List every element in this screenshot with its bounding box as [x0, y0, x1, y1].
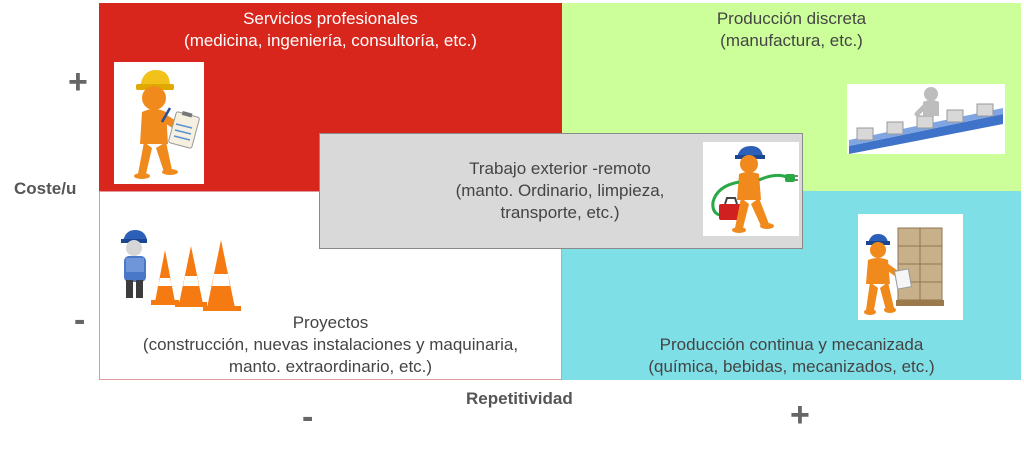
x-axis-label: Repetitividad: [466, 389, 573, 408]
worker-boxes-icon: [858, 214, 963, 320]
worker-clipboard-icon: [114, 62, 204, 184]
discrete-production-text: Producción discreta (manufactura, etc.): [562, 8, 1021, 52]
continuous-production-subtitle: (química, bebidas, mecanizados, etc.): [648, 357, 935, 376]
y-axis-label: Coste/u: [14, 179, 77, 198]
y-axis-high-sign: +: [68, 63, 88, 101]
remote-work-line1: Trabajo exterior -remoto: [469, 159, 651, 178]
projects-line2: (construcción, nuevas instalaciones y ma…: [142, 335, 519, 354]
projects-line3: manto. extraordinario, etc.): [228, 357, 433, 376]
remote-work-text: Trabajo exterior -remoto (manto. Ordinar…: [420, 158, 700, 224]
projects-text: Proyectos (construcción, nuevas instalac…: [99, 312, 562, 378]
discrete-production-title: Producción discreta: [716, 9, 867, 28]
professional-services-title: Servicios profesionales: [243, 9, 418, 28]
remote-work-line2: (manto. Ordinario, limpieza,: [455, 181, 665, 200]
worker-traffic-cones-icon: [119, 228, 247, 312]
remote-work-line3: transporte, etc.): [500, 203, 620, 222]
x-axis-high-sign: +: [790, 396, 810, 434]
worker-cable-toolbox-icon: [703, 142, 799, 236]
x-axis-low-sign: -: [302, 398, 314, 436]
continuous-production-title: Producción continua y mecanizada: [659, 335, 924, 354]
projects-title: Proyectos: [292, 313, 369, 332]
y-axis-low-sign: -: [74, 301, 86, 339]
assembly-line-icon: [847, 84, 1005, 154]
continuous-production-text: Producción continua y mecanizada (químic…: [562, 334, 1021, 378]
discrete-production-subtitle: (manufactura, etc.): [720, 31, 863, 50]
professional-services-text: Servicios profesionales (medicina, ingen…: [99, 8, 562, 52]
professional-services-subtitle: (medicina, ingeniería, consultoría, etc.…: [184, 31, 477, 50]
